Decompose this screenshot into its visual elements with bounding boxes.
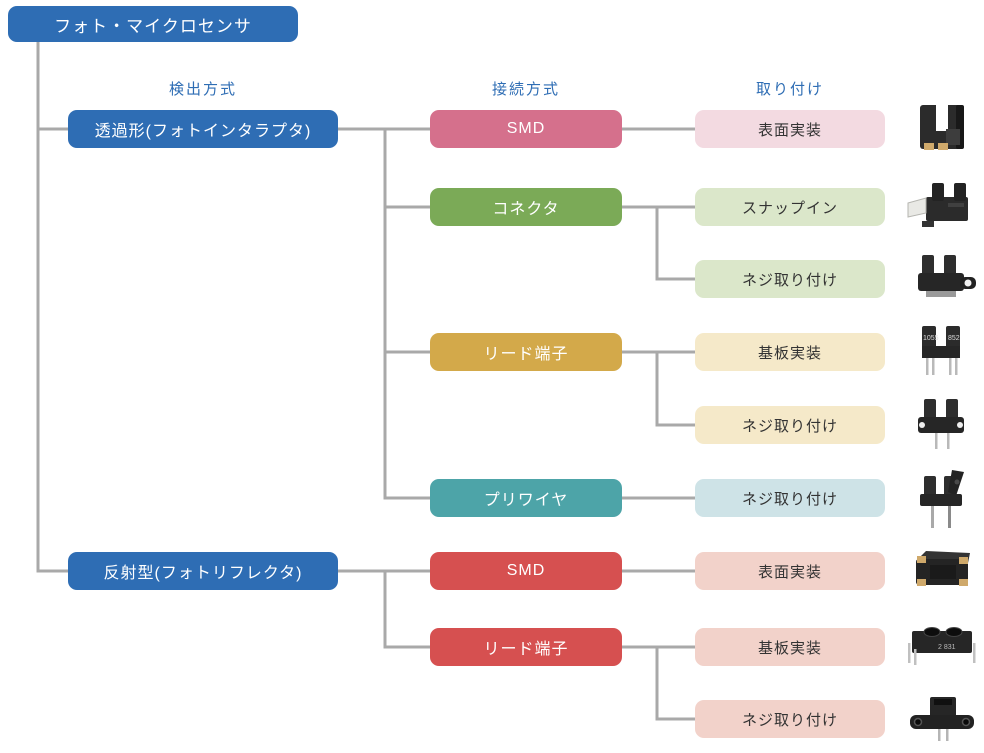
mount-box-screw-prewired[interactable]: ネジ取り付け <box>695 479 885 517</box>
branch-box-throughbeam[interactable]: 透過形(フォトインタラプタ) <box>68 110 338 148</box>
root-category-box[interactable]: フォト・マイクロセンサ <box>8 6 298 42</box>
mount-box-surface-reflective[interactable]: 表面実装 <box>695 552 885 590</box>
connection-box-leads-reflective[interactable]: リード端子 <box>430 628 622 666</box>
root-trunk-line <box>36 40 80 573</box>
product-photo-photointerrupter-screw-leads[interactable] <box>904 395 980 455</box>
throughbeam-trunk-line <box>383 129 440 500</box>
mount-box-board-reflective[interactable]: 基板実装 <box>695 628 885 666</box>
product-marking-b: 852 <box>948 335 960 342</box>
product-marking-a: 1055 <box>923 335 939 342</box>
product-photo-photoreflector-leads[interactable]: 2 831 <box>904 617 980 677</box>
mount-box-board-throughbeam[interactable]: 基板実装 <box>695 333 885 371</box>
connection-box-smd-throughbeam[interactable]: SMD <box>430 110 622 148</box>
connector-trunk-line <box>655 207 700 281</box>
column-header-mounting: 取り付け <box>755 81 824 98</box>
connection-box-smd-reflective[interactable]: SMD <box>430 552 622 590</box>
connection-box-prewired[interactable]: プリワイヤ <box>430 479 622 517</box>
mount-box-screw-leads[interactable]: ネジ取り付け <box>695 406 885 444</box>
product-photo-photointerrupter-connector[interactable] <box>904 177 980 237</box>
product-photo-photointerrupter-screw[interactable] <box>904 249 980 309</box>
product-photo-photointerrupter-leads[interactable]: 1055 852 <box>904 322 980 382</box>
product-marking-c: 2 831 <box>938 644 956 651</box>
mount-box-surface-throughbeam[interactable]: 表面実装 <box>695 110 885 148</box>
product-photo-photointerrupter-smd[interactable] <box>904 99 980 159</box>
product-photo-photoreflector-screw[interactable] <box>904 689 980 749</box>
column-header-connection-method: 接続方式 <box>491 81 560 98</box>
product-photo-photointerrupter-prewired[interactable] <box>904 468 980 528</box>
connection-box-leads-throughbeam[interactable]: リード端子 <box>430 333 622 371</box>
mount-box-screw-reflective[interactable]: ネジ取り付け <box>695 700 885 738</box>
mount-box-screw-connector[interactable]: ネジ取り付け <box>695 260 885 298</box>
leads-trunk-line <box>655 352 700 427</box>
branch-box-reflective[interactable]: 反射型(フォトリフレクタ) <box>68 552 338 590</box>
connection-box-connector[interactable]: コネクタ <box>430 188 622 226</box>
mount-box-snapin[interactable]: スナップイン <box>695 188 885 226</box>
column-header-detection-method: 検出方式 <box>168 81 237 98</box>
product-photo-photoreflector-smd[interactable] <box>904 541 980 601</box>
reflective-trunk-line <box>383 571 440 649</box>
leads2-trunk-line <box>655 647 700 721</box>
